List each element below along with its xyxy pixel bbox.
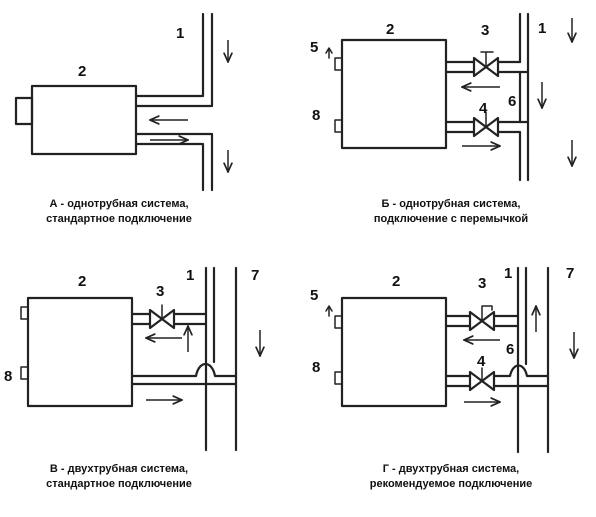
pipe-b-bottom xyxy=(444,120,530,182)
panel-b: 2 3 1 5 6 8 4 Б - однотрубная система, п… xyxy=(310,12,572,225)
air-vent-stem-d xyxy=(325,305,333,317)
valve-4-b xyxy=(472,116,500,138)
label-riser-b: 1 xyxy=(538,20,546,37)
label-valve-3-b: 3 xyxy=(481,22,489,39)
caption-b-line1: Б - однотрубная система, xyxy=(382,198,521,210)
pipe-d-bottom xyxy=(444,364,550,388)
label-plug-c: 8 xyxy=(4,368,12,385)
air-vent-b xyxy=(334,57,343,71)
valve-3-d-handle xyxy=(481,305,493,322)
air-vent-stem-b xyxy=(325,47,333,59)
label-radiator-d: 2 xyxy=(392,273,400,290)
caption-c-line1: В - двухтрубная система, xyxy=(50,463,188,475)
radiator-c xyxy=(26,296,134,408)
label-air-vent-b: 5 xyxy=(310,39,318,56)
caption-c-line2: стандартное подключение xyxy=(46,478,192,490)
radiator-b xyxy=(340,38,448,150)
pipe-c-top xyxy=(130,312,208,326)
label-valve-4-b: 4 xyxy=(479,100,488,117)
caption-d-line1: Г - двухтрубная система, xyxy=(383,463,520,475)
caption-b-line2: подключение с перемычкой xyxy=(374,213,528,225)
label-supply-riser-d: 1 xyxy=(504,265,512,282)
label-return-riser-d: 7 xyxy=(566,265,574,282)
label-plug-b: 8 xyxy=(312,107,320,124)
pipe-b-top xyxy=(444,12,530,74)
valve-3-b-handle xyxy=(480,51,494,68)
label-return-riser-c: 7 xyxy=(251,267,259,284)
valve-3-b xyxy=(472,56,500,78)
caption-a-line1: А - однотрубная система, xyxy=(50,198,189,210)
label-radiator-a: 2 xyxy=(78,63,86,80)
valve-4-d xyxy=(468,370,496,392)
valve-3-c xyxy=(148,308,176,330)
label-valve-3-d: 3 xyxy=(478,275,486,292)
pipe-c-bottom xyxy=(130,362,238,386)
label-radiator-b: 2 xyxy=(386,21,394,38)
panel-a: 1 2 А - однотрубная система, стандартное… xyxy=(14,12,228,225)
label-supply-riser-c: 1 xyxy=(186,267,194,284)
panel-c: 2 3 1 7 8 В - двухтрубная система, станд… xyxy=(4,266,260,490)
plug-a xyxy=(14,96,34,126)
plug-b xyxy=(334,119,343,133)
radiator-a xyxy=(30,84,138,156)
label-riser-a: 1 xyxy=(176,25,184,42)
valve-3-d xyxy=(468,310,496,332)
plug-c-top xyxy=(20,306,29,320)
panel-d: 2 3 1 7 5 6 8 4 Г - двухтрубная система,… xyxy=(310,265,574,490)
label-air-vent-d: 5 xyxy=(310,287,318,304)
caption-d-line2: рекомендуемое подключение xyxy=(370,478,532,490)
label-bypass-b: 6 xyxy=(508,93,516,110)
riser-a xyxy=(134,12,214,192)
label-radiator-c: 2 xyxy=(78,273,86,290)
label-valve-4-d: 4 xyxy=(477,353,486,370)
label-plug-d: 8 xyxy=(312,359,320,376)
radiator-d xyxy=(340,296,448,408)
plug-d xyxy=(334,371,343,385)
label-bypass-d: 6 xyxy=(506,341,514,358)
plug-c xyxy=(20,366,29,380)
caption-a-line2: стандартное подключение xyxy=(46,213,192,225)
label-valve-3-c: 3 xyxy=(156,283,164,300)
air-vent-d xyxy=(334,315,343,329)
pipe-d-top xyxy=(444,314,520,328)
